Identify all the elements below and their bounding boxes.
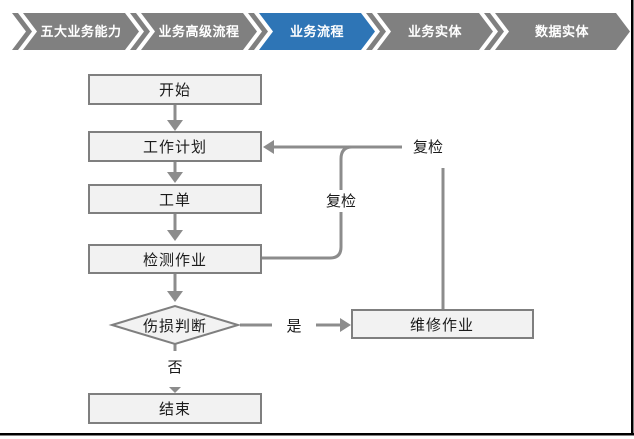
chevron-separator [248,13,268,50]
flow-node-start: 开始 [88,74,262,105]
breadcrumb-step-high-level-process[interactable]: 业务高级流程 [141,13,257,50]
node-box [351,309,534,339]
breadcrumb-step-data-entity[interactable]: 数据实体 [495,13,630,50]
edge-label-yes: 是 [286,318,301,335]
flow-node-work-plan: 工作计划 [88,131,262,162]
node-label: 工作计划 [143,139,207,156]
arrowhead-left-icon [263,140,274,154]
node-label: 伤损判断 [143,318,207,335]
arrowhead-down-icon [167,291,183,302]
breadcrumb-label: 业务流程 [290,24,344,39]
flow-node-work-order: 工单 [88,184,262,214]
node-box [88,184,262,214]
breadcrumb: 五大业务能力 业务高级流程 业务流程 业务实体 数据实体 [12,13,630,50]
chevron-band [495,13,630,50]
chevron-band [377,13,493,50]
breadcrumb-label: 五大业务能力 [40,24,121,39]
arrowhead-down-icon [167,120,183,131]
frame-bottom-line [0,433,634,436]
connector-recheck-mid-top [339,145,353,190]
node-label: 结束 [159,401,191,418]
breadcrumb-label: 业务实体 [408,24,463,39]
edge-label-recheck-right: 复检 [413,138,443,156]
arrowhead-right-icon [340,318,351,332]
chevron-separator [130,13,150,50]
flow-connectors [167,104,445,393]
flow-node-end: 结束 [88,393,262,424]
breadcrumb-step-business-entity[interactable]: 业务实体 [377,13,493,50]
flow-node-inspection: 检测作业 [88,244,262,274]
breadcrumb-label: 业务高级流程 [158,24,239,39]
chevron-band [141,13,257,50]
node-label: 检测作业 [143,252,207,269]
node-box [88,244,262,274]
chevron-separator [366,13,386,50]
connector-recheck-mid-bottom [261,212,343,260]
chevron-band [23,13,139,50]
edge-labels: 复检 复检 是 否 [167,138,443,376]
flow-node-repair: 维修作业 [351,309,534,339]
node-box [88,393,262,424]
node-diamond [108,304,242,346]
breadcrumb-step-five-capabilities[interactable]: 五大业务能力 [23,13,139,50]
node-box [88,131,262,162]
chevron-separator-lead [12,13,32,50]
chevron-separator [484,13,504,50]
frame-right-line [631,0,634,436]
arrowhead-down-icon [167,172,183,183]
edge-label-no: 否 [167,359,182,376]
node-label: 工单 [159,192,191,209]
node-label: 开始 [159,82,191,99]
flow-node-damage-decision: 伤损判断 [108,304,242,346]
chevron-band-active [259,13,375,50]
breadcrumb-label: 数据实体 [535,24,590,39]
breadcrumb-step-business-process-active[interactable]: 业务流程 [259,13,375,50]
edge-label-recheck-mid: 复检 [326,192,356,210]
flow-nodes: 开始 工作计划 工单 检测作业 伤损判断 维修作业 [88,74,534,424]
arrowhead-down-small-icon [169,387,181,393]
node-box [88,74,262,105]
arrowhead-down-icon [167,230,183,241]
node-label: 维修作业 [410,317,474,334]
